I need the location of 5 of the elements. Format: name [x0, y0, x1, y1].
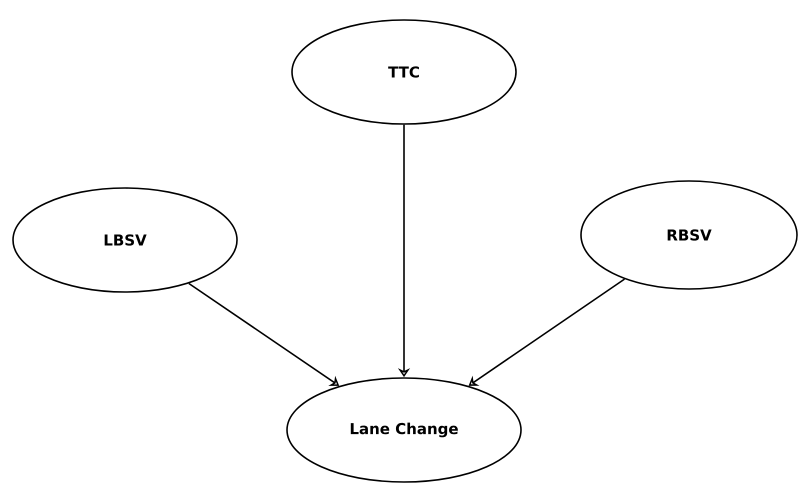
ellipse-node: RBSV: [580, 180, 798, 290]
ellipse-node: LBSV: [12, 187, 238, 293]
ellipse-node: TTC: [291, 19, 517, 125]
arrow: [468, 278, 625, 386]
ellipse-node: Lane Change: [286, 377, 522, 483]
